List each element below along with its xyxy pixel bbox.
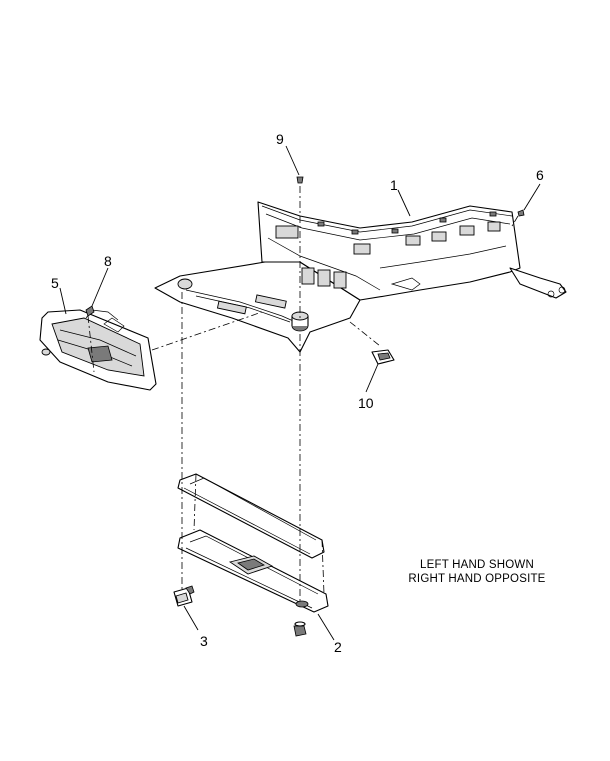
part-2-sill-plate [177, 529, 329, 637]
callout-10: 10 [358, 395, 374, 411]
part-8-fastener [85, 305, 95, 317]
callout-1: 1 [390, 177, 398, 193]
part-10-clip [371, 349, 395, 365]
callout-3: 3 [200, 633, 208, 649]
callout-9: 9 [276, 131, 284, 147]
leader-lines [59, 145, 541, 641]
note-line-1: LEFT HAND SHOWN [420, 559, 534, 571]
note-line-2: RIGHT HAND OPPOSITE [408, 573, 545, 585]
callout-2: 2 [334, 639, 342, 655]
callout-6: 6 [536, 167, 544, 183]
callout-8: 8 [104, 253, 112, 269]
alignment-lines [87, 186, 519, 602]
callout-5: 5 [51, 275, 59, 291]
part-1-trim-panel [154, 201, 567, 353]
part-9-fastener [296, 176, 304, 184]
part-3-clip [173, 585, 195, 607]
part-6-fastener [517, 209, 525, 217]
part-5-side-bin [39, 309, 157, 391]
